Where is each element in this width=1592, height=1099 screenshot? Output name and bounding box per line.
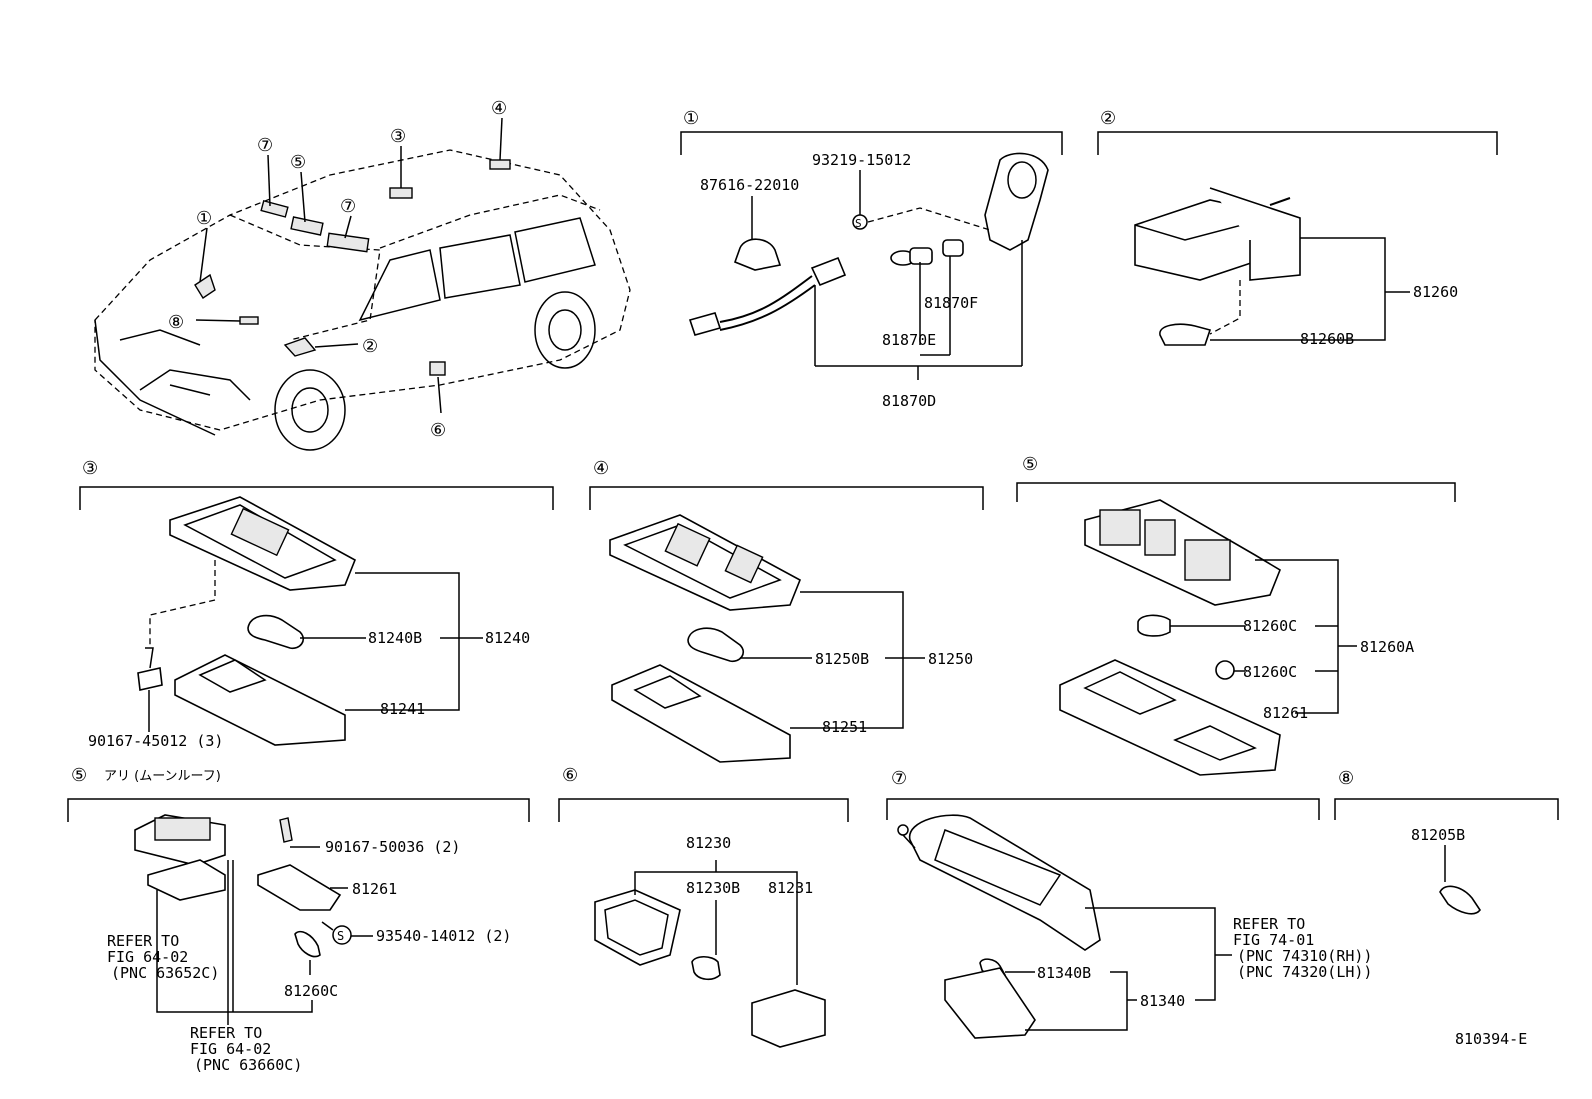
s5b-part-93540-14012: 93540-14012 (2) [376, 927, 511, 945]
s4-part-81251: 81251 [822, 718, 867, 736]
s5b-refer2-line2: FIG 64-02 [190, 1040, 271, 1058]
car-callout-8: ⑧ [168, 312, 184, 333]
car-callout-6: ⑥ [430, 420, 446, 441]
car-overview: ① ⑦ ⑤ ⑦ ③ ④ ⑧ ② ⑥ [94, 98, 631, 451]
s1-part-93219-15012: 93219-15012 [812, 151, 911, 169]
section-4: ④ 81250B 81250 81251 [589, 458, 984, 763]
section-1-tag: ① [683, 108, 699, 129]
section-7-tag: ⑦ [891, 768, 907, 789]
car-callout-7a: ⑦ [257, 135, 273, 156]
section-6: ⑥ 81230 81230B 81231 [558, 765, 849, 1048]
s6-part-81230B: 81230B [686, 879, 740, 897]
section-6-tag: ⑥ [562, 765, 578, 786]
s7-part-81340: 81340 [1140, 992, 1185, 1010]
s7-refer-line3: (PNC 74310(RH)) [1237, 947, 1372, 965]
s5b-part-81260C: 81260C [284, 982, 338, 1000]
car-callout-1: ① [196, 208, 212, 229]
s5b-screw-mark: S [337, 929, 344, 943]
s5b-refer2-line3: (PNC 63660C) [194, 1056, 302, 1074]
s3-part-81240: 81240 [485, 629, 530, 647]
diagram-id: 810394-E [1455, 1030, 1527, 1048]
section-5b-title: アリ (ムーンルーフ) [104, 769, 221, 784]
s3-part-90167-45012: 90167-45012 (3) [88, 732, 223, 750]
s4-part-81250B: 81250B [815, 650, 869, 668]
section-4-tag: ④ [593, 458, 609, 479]
s1-part-81870F: 81870F [924, 294, 978, 312]
section-8: ⑧ 81205B [1334, 768, 1559, 915]
s1-screw-mark: S [855, 217, 862, 230]
s7-part-81340B: 81340B [1037, 964, 1091, 982]
section-5-moonroof: ⑤ アリ (ムーンルーフ) S 90167-50036 (2) 81261 93… [67, 765, 530, 1074]
s5b-refer1-line3: (PNC 63652C) [111, 964, 219, 982]
section-3: ③ 81240B 81240 81241 90167-45012 (3) [79, 458, 554, 750]
s1-part-87616-22010: 87616-22010 [700, 176, 799, 194]
s5b-refer2-line1: REFER TO [190, 1024, 262, 1042]
s5-part-81260C-b: 81260C [1243, 663, 1297, 681]
s5b-part-90167-50036: 90167-50036 (2) [325, 838, 460, 856]
section-8-tag: ⑧ [1338, 768, 1354, 789]
s7-refer-line4: (PNC 74320(LH)) [1237, 963, 1372, 981]
s5b-refer1-line2: FIG 64-02 [107, 948, 188, 966]
section-5-tag: ⑤ [1022, 454, 1038, 475]
s7-refer-line1: REFER TO [1233, 915, 1305, 933]
s1-part-81870E: 81870E [882, 331, 936, 349]
s1-part-81870D: 81870D [882, 392, 936, 410]
section-7: ⑦ 81340B 81340 REFER TO FIG 74-01 (PNC 7… [886, 768, 1372, 1039]
car-callout-2: ② [362, 336, 378, 357]
car-callout-4: ④ [491, 98, 507, 119]
section-5: ⑤ 81260C 81260A 81260C 81261 [1016, 454, 1456, 776]
s8-part-81205B: 81205B [1411, 826, 1465, 844]
section-2-tag: ② [1100, 108, 1116, 129]
car-callout-7b: ⑦ [340, 196, 356, 217]
s5b-refer1-line1: REFER TO [107, 932, 179, 950]
s3-part-81241: 81241 [380, 700, 425, 718]
s6-part-81231: 81231 [768, 879, 813, 897]
section-3-tag: ③ [82, 458, 98, 479]
s5-part-81260A: 81260A [1360, 638, 1414, 656]
s4-part-81250: 81250 [928, 650, 973, 668]
s6-part-81230: 81230 [686, 834, 731, 852]
s5-part-81260C-a: 81260C [1243, 617, 1297, 635]
s2-part-81260: 81260 [1413, 283, 1458, 301]
s5b-part-81261: 81261 [352, 880, 397, 898]
section-5b-tag: ⑤ [71, 765, 87, 786]
section-2: ② 81260 81260B [1097, 108, 1498, 348]
s2-part-81260B: 81260B [1300, 330, 1354, 348]
s7-refer-line2: FIG 74-01 [1233, 931, 1314, 949]
s5-part-81261: 81261 [1263, 704, 1308, 722]
s3-part-81240B: 81240B [368, 629, 422, 647]
car-callout-3: ③ [390, 126, 406, 147]
car-callout-5: ⑤ [290, 152, 306, 173]
section-1: ① S 93219-15012 87616-22010 81870F [680, 108, 1063, 410]
